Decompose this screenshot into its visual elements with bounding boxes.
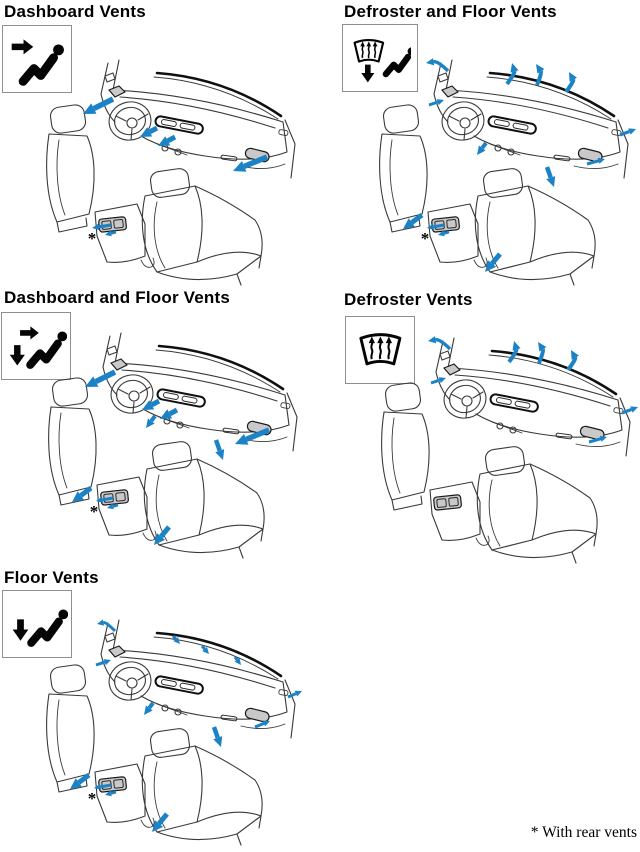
section-defroster-and-floor-vents: Defroster and Floor Vents * bbox=[322, 0, 640, 287]
mode-icon-box bbox=[345, 316, 415, 384]
section-defroster-vents: Defroster Vents bbox=[322, 285, 640, 565]
floor-airflow-icon bbox=[12, 609, 68, 647]
car-interior-illustration: * bbox=[45, 618, 302, 847]
section-title: Defroster and Floor Vents bbox=[344, 2, 557, 21]
mode-icon-box bbox=[2, 590, 72, 658]
rear-vents-footnote: * With rear vents bbox=[530, 824, 637, 841]
airflow-arrows bbox=[72, 369, 271, 545]
airflow-arrows bbox=[428, 336, 638, 444]
section-title: Defroster Vents bbox=[344, 290, 473, 309]
mode-icon-box bbox=[1, 312, 71, 380]
rear-vent-asterisk: * bbox=[421, 229, 430, 248]
dashboard-airflow-icon bbox=[11, 39, 64, 86]
section-title: Dashboard Vents bbox=[4, 2, 146, 21]
car-interior-illustration: * bbox=[47, 331, 299, 560]
section-dashboard-and-floor-vents: Dashboard and Floor Vents * bbox=[0, 285, 320, 565]
defroster-and-floor-airflow-icon bbox=[353, 39, 411, 83]
airflow-arrows bbox=[83, 96, 269, 237]
section-dashboard-vents: Dashboard Vents * bbox=[0, 0, 320, 287]
dashboard-and-floor-airflow-icon bbox=[9, 326, 67, 369]
rear-vent-asterisk: * bbox=[90, 502, 99, 521]
car-interior-illustration bbox=[380, 336, 638, 565]
mode-icon-box bbox=[2, 25, 72, 93]
defroster-airflow-icon bbox=[359, 333, 402, 366]
rear-vent-asterisk: * bbox=[88, 789, 97, 808]
mode-icon-box bbox=[342, 24, 418, 92]
car-interior-illustration: * bbox=[45, 58, 297, 287]
rear-vent-asterisk: * bbox=[88, 229, 97, 248]
airflow-arrows bbox=[403, 58, 636, 272]
car-interior-illustration: * bbox=[378, 58, 636, 287]
airflow-arrows bbox=[70, 619, 302, 832]
section-floor-vents: Floor Vents * bbox=[0, 565, 320, 852]
section-title: Floor Vents bbox=[4, 568, 99, 587]
section-title: Dashboard and Floor Vents bbox=[4, 288, 231, 307]
